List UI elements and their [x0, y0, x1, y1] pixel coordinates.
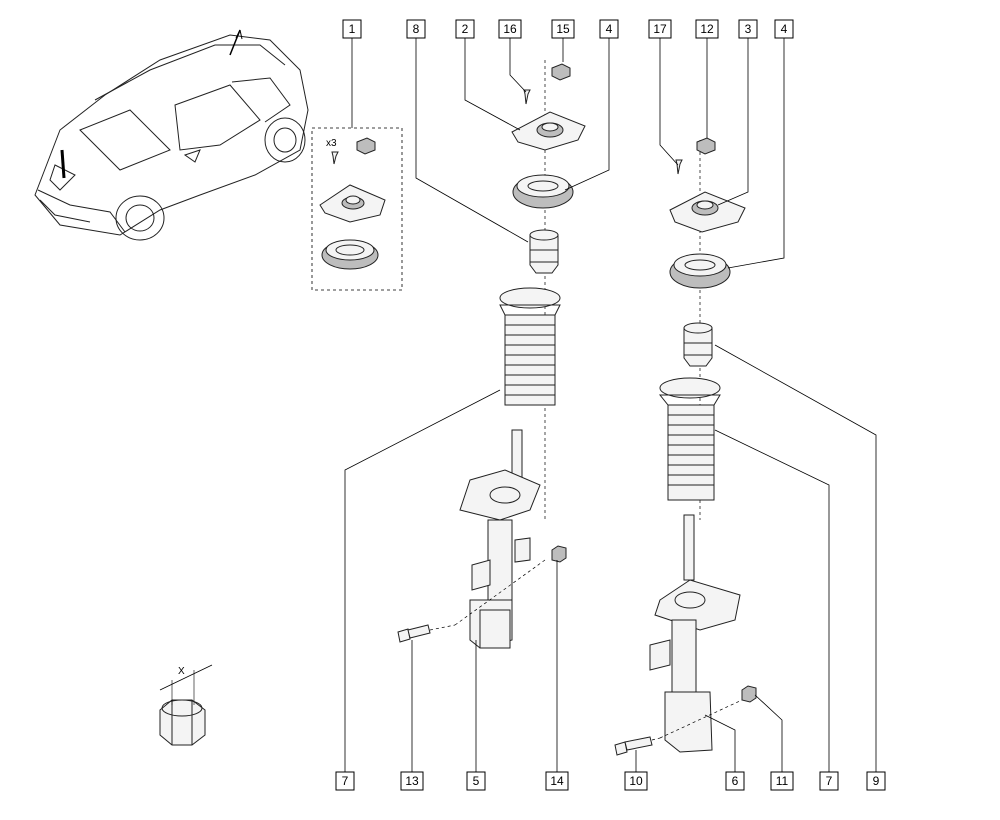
right-bolt [614, 736, 653, 756]
callout-10: 10 [629, 774, 643, 788]
callout-7: 7 [342, 774, 349, 788]
callout-17: 17 [653, 22, 667, 36]
right-dust-boot [658, 377, 721, 501]
kit-box [311, 127, 403, 291]
right-bump-stop [683, 322, 713, 367]
right-top-mount [669, 137, 746, 233]
left-bearing [512, 174, 574, 209]
callout-16: 16 [503, 22, 517, 36]
kit-quantity: x3 [326, 138, 337, 149]
callout-15: 15 [556, 22, 570, 36]
left-bolt [397, 624, 431, 643]
kit-parts [319, 137, 386, 270]
callout-4-right: 4 [781, 22, 788, 36]
callout-9: 9 [873, 774, 880, 788]
callout-3: 3 [745, 22, 752, 36]
callout-5: 5 [473, 774, 480, 788]
callout-2: 2 [462, 22, 469, 36]
vehicle-illustration [34, 29, 309, 241]
flange-nut: X [159, 664, 213, 746]
callouts-bottom: 7 13 5 14 10 6 11 7 9 [335, 771, 886, 791]
callout-4: 4 [606, 22, 613, 36]
left-top-mount [511, 63, 586, 151]
right-nut [741, 685, 757, 703]
callout-6: 6 [732, 774, 739, 788]
callout-8: 8 [413, 22, 420, 36]
dimension-label: X [178, 666, 185, 677]
callout-13: 13 [405, 774, 419, 788]
right-shock-absorber [649, 514, 741, 753]
left-bump-stop [529, 229, 559, 274]
callout-1: 1 [349, 22, 356, 36]
right-bearing [669, 253, 731, 289]
left-shock-absorber [459, 429, 541, 649]
callout-12: 12 [700, 22, 714, 36]
leader-lines [344, 37, 877, 772]
callout-11: 11 [776, 774, 789, 788]
left-dust-boot [499, 287, 561, 406]
callout-14: 14 [550, 774, 564, 788]
callout-7-right: 7 [826, 774, 833, 788]
callouts-top: 1 8 2 16 15 4 17 12 3 4 [342, 19, 794, 39]
left-nut [551, 545, 567, 563]
